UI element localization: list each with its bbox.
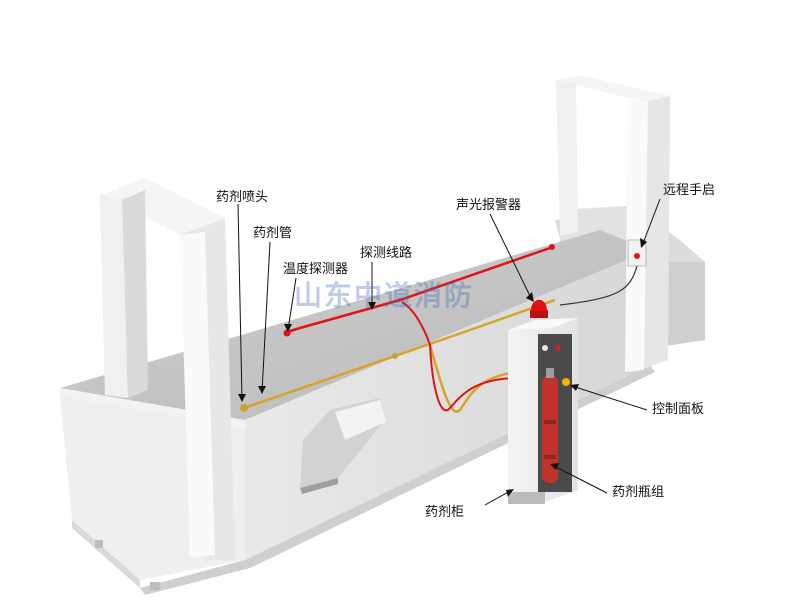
- label-alarm: 声光报警器: [456, 198, 522, 213]
- audible-visual-alarm: [530, 299, 548, 318]
- detection-junction: [549, 244, 555, 250]
- nozzle-marker: [240, 404, 248, 412]
- label-remote-manual: 远程手启: [663, 183, 716, 198]
- label-control-panel: 控制面板: [652, 402, 705, 417]
- label-detection-line: 探测线路: [360, 246, 413, 261]
- leader-arrowheads: [238, 238, 647, 497]
- left-gantry: [100, 178, 235, 560]
- nozzle-marker: [392, 353, 398, 359]
- label-agent-cabinet: 药剂柜: [425, 505, 465, 520]
- right-gantry: [556, 75, 670, 372]
- watermark: 山东中道消防: [294, 279, 475, 312]
- discharge-chute: [300, 398, 386, 494]
- temperature-detector-marker: [283, 329, 291, 337]
- label-agent-pipe: 药剂管: [253, 226, 293, 241]
- agent-cabinet: [508, 318, 578, 504]
- label-cylinder-set: 药剂瓶组: [612, 485, 665, 500]
- detection-line: [286, 246, 551, 412]
- label-temperature-detector: 温度探测器: [283, 262, 349, 277]
- label-nozzle: 药剂喷头: [216, 190, 269, 205]
- agent-pipe: [243, 298, 556, 413]
